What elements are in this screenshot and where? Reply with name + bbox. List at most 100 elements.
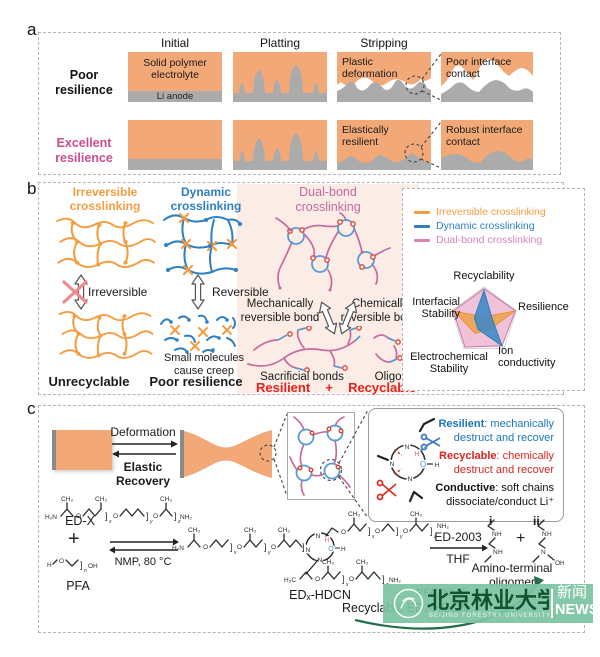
stretched-specimen	[180, 430, 272, 478]
plus-products: +	[516, 530, 526, 547]
cell-platting-poor	[233, 52, 327, 102]
news-watermark-banner	[383, 584, 593, 623]
li-anode-strip-2	[128, 159, 222, 170]
dendrite-graphic-2	[233, 133, 327, 170]
ring-n-top: N	[405, 444, 410, 451]
atom-n: N	[542, 531, 547, 538]
ring-n: N	[316, 533, 321, 540]
atom-ch3: CH₃	[244, 527, 256, 534]
irreversible-network-top	[56, 217, 156, 269]
panel-c-label: c	[27, 399, 36, 418]
dynamic-title: Dynamic crosslinking	[170, 185, 242, 214]
cell-robust-interface: Robust interface contact	[441, 120, 533, 170]
axis-electrochemical: Electrochemical Stability	[410, 351, 488, 376]
ring-h-pink: H	[414, 449, 419, 458]
cell-stripping-poor: Plastic deformation	[337, 52, 431, 102]
resilient-text: Resilient: mechanically destruct and rec…	[432, 418, 554, 446]
sacrificial-bonds-graphic	[247, 326, 362, 372]
small-molecules-label: Small molecules cause creep	[163, 352, 245, 377]
specimen-block	[52, 430, 112, 470]
sub-z: z	[177, 519, 181, 525]
chem-bond-label: Chemically reversible bond	[340, 298, 420, 324]
atom-ch3: CH₃	[61, 496, 73, 503]
row-label-excellent-resilience: Excellent resilience	[55, 136, 113, 165]
dualbond-title: Dual-bond crosslinking	[295, 185, 361, 214]
bracket: ]	[230, 542, 233, 552]
atom-o: O	[113, 513, 118, 520]
atom-oh: OH	[555, 560, 564, 566]
atom-o: O	[59, 558, 64, 565]
atom-ch3: CH₃	[95, 496, 107, 503]
network-zoom-graphic	[289, 416, 351, 496]
atom-o: O	[237, 544, 242, 551]
legend-dash-irreversible	[414, 210, 430, 214]
legend-dash-dualbond	[414, 238, 430, 242]
conductive-text: Conductive: soft chains dissociate/condu…	[432, 482, 554, 510]
axis-ion-conductivity: Ion conductivity	[498, 345, 556, 370]
atom-nh2: NH₂	[437, 523, 449, 530]
dualbond-highlight-bg	[237, 183, 419, 393]
cell-initial-poor: Solid polymer electrolyte Li anode	[128, 52, 222, 102]
atom-ch3: CH₃	[322, 559, 334, 566]
bracket: ]	[342, 574, 345, 584]
atom-nh2: NH₂	[389, 577, 401, 584]
conductive-desc: : soft chains dissociate/conduct Li⁺	[446, 482, 554, 508]
dendrite-graphic	[233, 65, 327, 102]
reversible-arrow-label: Reversible	[212, 285, 269, 299]
thf-label: THF	[446, 552, 470, 566]
edx-label: ED-X	[65, 514, 95, 528]
atom-ch3: CH₃	[356, 559, 368, 566]
product-i-label: i	[489, 514, 493, 528]
row-label-poor-resilience: Poor resilience	[55, 68, 113, 97]
sub-n: n	[84, 568, 87, 574]
legend-row-dynamic: Dynamic crosslinking	[414, 219, 546, 233]
creep-molecules	[160, 314, 236, 354]
atom-h: H	[341, 546, 346, 553]
atom-oh: OH	[88, 563, 98, 570]
conductive-term: Conductive	[435, 482, 496, 494]
atom-o: O	[349, 576, 354, 583]
network-zoom-box	[287, 412, 355, 500]
plus-reactants: +	[68, 528, 80, 550]
ring-molecule-graphic: N N N H O H	[376, 417, 441, 503]
news-label-en: NEWS	[555, 602, 599, 618]
university-seal-icon	[393, 588, 424, 619]
sub-y: y	[267, 550, 271, 556]
irreversible-title: Irreversible crosslinking	[69, 185, 141, 214]
recyclable-label: Recyclable	[348, 380, 416, 395]
legend-dash-dynamic	[414, 224, 430, 228]
elastic-resilient-label: Elastically resilient	[342, 124, 389, 149]
panel-c	[38, 405, 585, 633]
cell-platting-excellent	[233, 120, 327, 170]
recyclable-desc: : chemically destruct and recover	[453, 450, 554, 476]
irreversible-arrow-label: Irreversible	[88, 285, 148, 299]
bracket: ]	[146, 511, 149, 521]
sub-y: y	[149, 519, 153, 525]
robust-interface-graphic	[441, 151, 533, 170]
ed2003-arrow	[430, 544, 488, 552]
panel-b-label: b	[27, 179, 37, 198]
atom-ch3: CH₃	[410, 511, 422, 518]
pfa-label: PFA	[66, 579, 90, 593]
university-name-en: BEIJING FORESTRY UNIVERSITY	[429, 613, 552, 619]
bracket: ]	[105, 511, 108, 521]
dynamic-network	[163, 212, 242, 276]
ring-n: N	[318, 557, 323, 564]
legend-row-dualbond: Dual-bond crosslinking	[414, 233, 546, 247]
bracket: ]	[174, 511, 177, 521]
atom-n: N	[492, 531, 497, 538]
recyclable-text: Recyclable: chemically destruct and reco…	[432, 450, 554, 478]
product-structure: H₂N CH₃ O ] x O CH₃ ] y O CH₃ ] z N N N …	[172, 511, 449, 588]
atom-o: O	[375, 528, 380, 535]
bracket: ]	[382, 574, 385, 584]
ring-n-left: N	[390, 461, 395, 468]
ring-o-blue: O	[328, 546, 334, 553]
sub-x: x	[108, 519, 112, 525]
atom-ch3: CH₃	[278, 527, 290, 534]
resilient-desc: : mechanically destruct and recover	[453, 418, 554, 444]
unrecyclable-label: Unrecyclable	[48, 374, 130, 389]
axis-interfacial: Interfacial Stability	[412, 296, 460, 321]
deformation-arrows	[112, 440, 178, 458]
